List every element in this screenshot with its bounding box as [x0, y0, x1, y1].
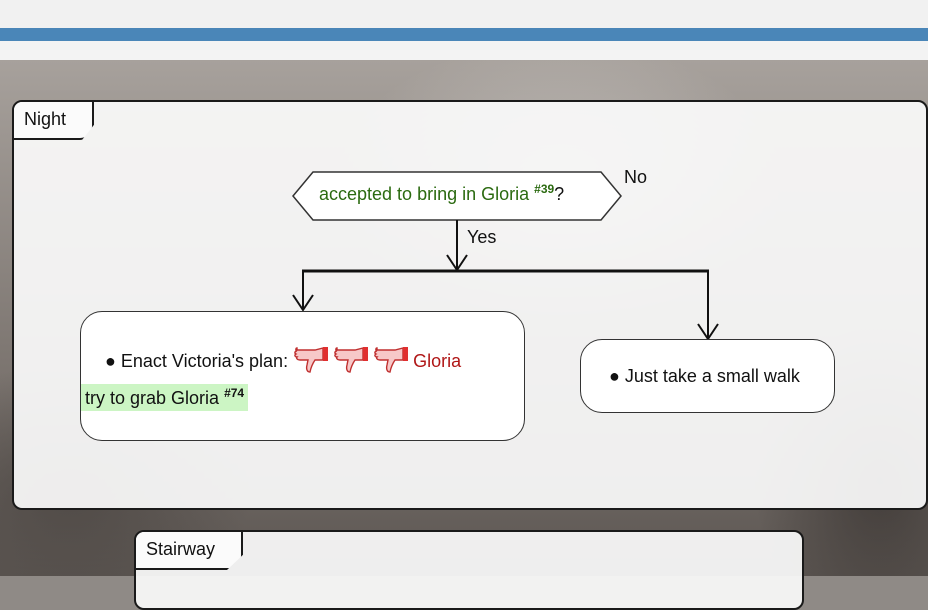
- activity-small-walk: ● Just take a small walk: [580, 339, 835, 413]
- activity-walk-text: Just take a small walk: [624, 366, 800, 386]
- thumbs-down-icon: [373, 344, 413, 374]
- decision-ref: #39: [534, 182, 555, 196]
- activity-note-text: try to grab Gloria: [85, 388, 220, 408]
- thumbs-down-icon: [333, 344, 373, 374]
- decision-diamond: [292, 171, 622, 221]
- activity-target: Gloria: [413, 351, 462, 371]
- decision-no-label: No: [624, 167, 648, 187]
- flow-connectors: [292, 171, 719, 341]
- thumbs-down-icon: [293, 344, 333, 374]
- decision-mark: ?: [554, 184, 565, 204]
- partition-stairway-title: Stairway: [136, 532, 244, 570]
- decision-condition-text: accepted to bring in Gloria: [319, 184, 530, 204]
- partition-night-title: Night: [14, 102, 95, 140]
- accent-bar: [0, 28, 928, 41]
- partition-night: Night: [12, 100, 928, 510]
- top-bar: [0, 0, 928, 28]
- activity-prefix: Enact Victoria's plan:: [120, 351, 289, 371]
- activity-note: try to grab Gloria #74: [81, 384, 249, 411]
- fork-left-arrowhead: [292, 294, 314, 312]
- decision-yes-label: Yes: [467, 227, 497, 247]
- activity-note-ref: #74: [224, 386, 245, 400]
- decision-condition: accepted to bring in Gloria #39?: [319, 182, 564, 205]
- activity-victorias-plan: ● Enact Victoria's plan: Gloria try to g…: [80, 311, 525, 441]
